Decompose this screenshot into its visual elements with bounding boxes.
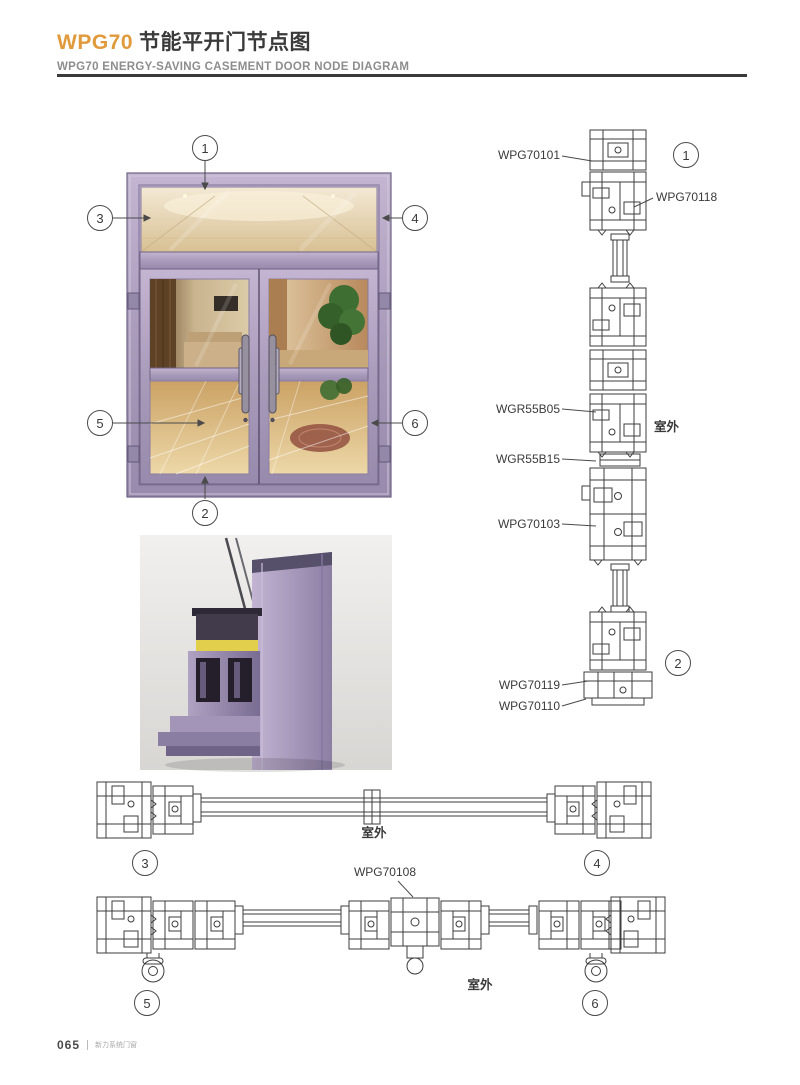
threshold-profile — [583, 671, 653, 706]
profile-cutaway — [158, 608, 262, 756]
callout-5-section: 5 — [134, 990, 160, 1016]
callout-4-section: 4 — [584, 850, 610, 876]
right-leaf-glass-lower — [268, 378, 369, 475]
door-hinges — [127, 292, 391, 463]
label-wpg70119: WPG70119 — [498, 678, 560, 692]
callout-5-elevation: 5 — [87, 410, 113, 436]
label-outdoor-vertical: 室外 — [654, 420, 680, 434]
footer-divider — [87, 1040, 89, 1050]
callout-leaders — [113, 155, 654, 898]
horizontal-section-2 — [96, 896, 666, 983]
label-wpg70110: WPG70110 — [498, 699, 560, 713]
door-handles — [238, 334, 280, 423]
label-wgr55b15: WGR55B15 — [495, 452, 560, 466]
callout-2-elevation: 2 — [192, 500, 218, 526]
label-outdoor-section2: 室外 — [467, 978, 493, 992]
callout-3-section: 3 — [132, 850, 158, 876]
label-wpg70103: WPG70103 — [497, 517, 560, 531]
label-wgr55b05: WGR55B05 — [495, 402, 560, 416]
callout-6-section: 6 — [582, 990, 608, 1016]
left-leaf-glass-lower — [149, 380, 250, 475]
left-handle-section — [141, 953, 165, 983]
label-wpg70101: WPG70101 — [497, 148, 560, 162]
callout-4-elevation: 4 — [402, 205, 428, 231]
right-leaf-glass-upper — [268, 278, 369, 369]
page-subtitle: WPG70 ENERGY-SAVING CASEMENT DOOR NODE D… — [57, 61, 410, 73]
horizontal-section-1 — [96, 781, 652, 839]
footer: 065 新力系统门窗 — [57, 1038, 137, 1052]
footer-tagline: 新力系统门窗 — [95, 1042, 138, 1049]
label-wpg70108: WPG70108 — [353, 865, 417, 879]
left-leaf-glass-upper — [149, 278, 250, 369]
transom-glass — [140, 186, 378, 253]
callout-1-elevation: 1 — [192, 135, 218, 161]
vertical-section — [581, 129, 653, 706]
title-cn: 节能平开门节点图 — [139, 31, 312, 54]
label-outdoor-section1: 室外 — [361, 826, 387, 840]
door-elevation — [126, 172, 392, 498]
label-wpg70118: WPG70118 — [656, 190, 718, 204]
meeting-stile — [390, 897, 440, 975]
callout-3-elevation: 3 — [87, 205, 113, 231]
header-rule — [57, 74, 747, 77]
brand-text: WPG70 — [57, 31, 134, 54]
callout-1-section: 1 — [673, 142, 699, 168]
callout-2-section: 2 — [665, 650, 691, 676]
callout-6-elevation: 6 — [402, 410, 428, 436]
page-number: 065 — [57, 1038, 81, 1052]
right-handle-section — [584, 953, 608, 983]
corner-render — [140, 535, 392, 772]
